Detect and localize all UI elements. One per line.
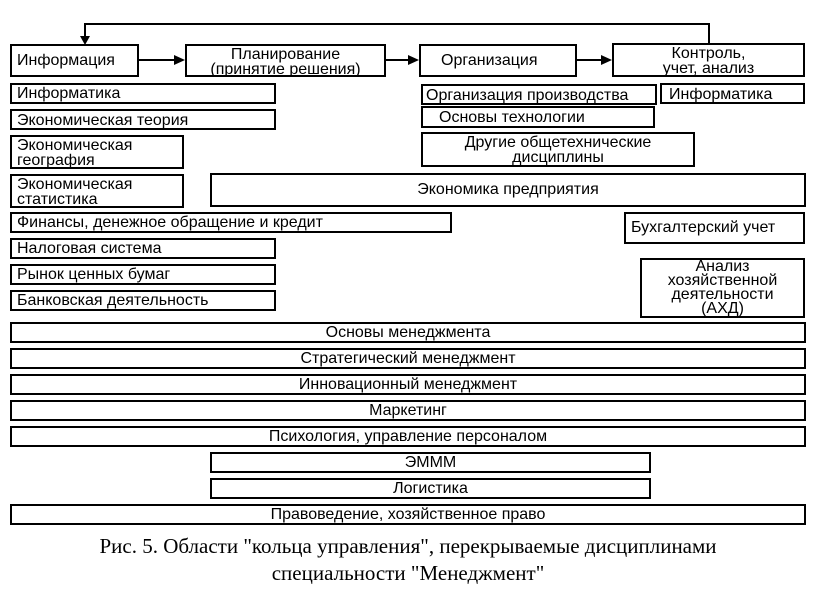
cycle-organization-label: Организация (441, 52, 538, 69)
cycle-control-box: Контроль,учет, анализ (612, 43, 805, 77)
securities-box: Рынок ценных бумаг (10, 264, 276, 285)
econ-statistics-line1: Экономическая (17, 176, 133, 193)
marketing-label: Маркетинг (369, 402, 447, 419)
logistics-box: Логистика (210, 478, 651, 499)
law-box: Правоведение, хозяйственное право (10, 504, 806, 525)
figure-caption-line2: специальности "Менеджмент" (271, 561, 545, 585)
cycle-control-line2: учет, анализ (662, 60, 755, 77)
cycle-information-label: Информация (17, 52, 115, 69)
figure-caption-line1: Рис. 5. Области "кольца управления", пер… (99, 534, 717, 558)
production-org-box: Организация производства (421, 84, 657, 105)
logistics-label: Логистика (393, 480, 468, 497)
arrowhead-organization (408, 55, 419, 65)
control-informatics-box: Информатика (660, 83, 805, 104)
strategic-management-box: Стратегический менеджмент (10, 348, 806, 369)
innovation-management-box: Инновационный менеджмент (10, 374, 806, 395)
activity-analysis-line3: деятельности (671, 286, 774, 303)
activity-analysis-line1: Анализ (695, 258, 750, 275)
activity-analysis-line4: (АХД) (701, 300, 744, 317)
tax-system-label: Налоговая система (17, 240, 162, 257)
emmm-box: ЭМММ (210, 452, 651, 473)
finance-box: Финансы, денежное обращение и кредит (10, 212, 452, 233)
enterprise-economics-label: Экономика предприятия (417, 181, 599, 198)
control-informatics-label: Информатика (669, 86, 773, 103)
cycle-information-box: Информация (10, 44, 139, 77)
strategic-management-label: Стратегический менеджмент (300, 350, 516, 367)
econ-geography-line1: Экономическая (17, 137, 133, 154)
emmm-label: ЭМММ (404, 454, 457, 471)
innovation-management-label: Инновационный менеджмент (298, 376, 518, 393)
law-label: Правоведение, хозяйственное право (270, 506, 546, 523)
general-tech-line1: Другие общетехнические (464, 134, 652, 151)
psychology-label: Психология, управление персоналом (268, 428, 548, 445)
feedback-loop-line (84, 23, 710, 43)
cycle-organization-box: Организация (419, 44, 577, 77)
management-basics-box: Основы менеджмента (10, 322, 806, 343)
tax-system-box: Налоговая система (10, 238, 276, 259)
econ-theory-label: Экономическая теория (17, 112, 189, 129)
marketing-box: Маркетинг (10, 400, 806, 421)
psychology-box: Психология, управление персоналом (10, 426, 806, 447)
arrowhead-planning (174, 55, 185, 65)
production-org-label: Организация производства (426, 87, 629, 104)
cycle-planning-line2: (принятие решения) (210, 61, 361, 77)
general-tech-line2: дисциплины (512, 149, 604, 166)
technology-basics-label: Основы технологии (439, 109, 585, 126)
econ-theory-box: Экономическая теория (10, 109, 276, 130)
cycle-planning-box: Планирование(принятие решения) (185, 44, 386, 77)
cycle-planning-line1: Планирование (230, 46, 341, 63)
econ-geography-line2: география (17, 152, 95, 169)
management-basics-label: Основы менеджмента (325, 324, 491, 341)
econ-statistics-line2: статистика (17, 191, 98, 208)
informatics-box: Информатика (10, 83, 276, 104)
securities-label: Рынок ценных бумаг (17, 266, 171, 283)
banking-box: Банковская деятельность (10, 290, 276, 311)
informatics-label: Информатика (17, 85, 121, 102)
activity-analysis-line2: хозяйственной (667, 272, 778, 289)
accounting-box: Бухгалтерский учет (624, 212, 805, 244)
technology-basics-box: Основы технологии (421, 106, 655, 128)
arrowhead-control (601, 55, 612, 65)
finance-label: Финансы, денежное обращение и кредит (17, 214, 323, 231)
accounting-label: Бухгалтерский учет (631, 219, 776, 236)
cycle-control-line1: Контроль, (671, 45, 746, 62)
banking-label: Банковская деятельность (17, 292, 209, 309)
arrowhead-feedback (80, 36, 90, 45)
enterprise-economics-box: Экономика предприятия (210, 173, 806, 207)
figure-caption: Рис. 5. Области "кольца управления", пер… (0, 533, 816, 587)
